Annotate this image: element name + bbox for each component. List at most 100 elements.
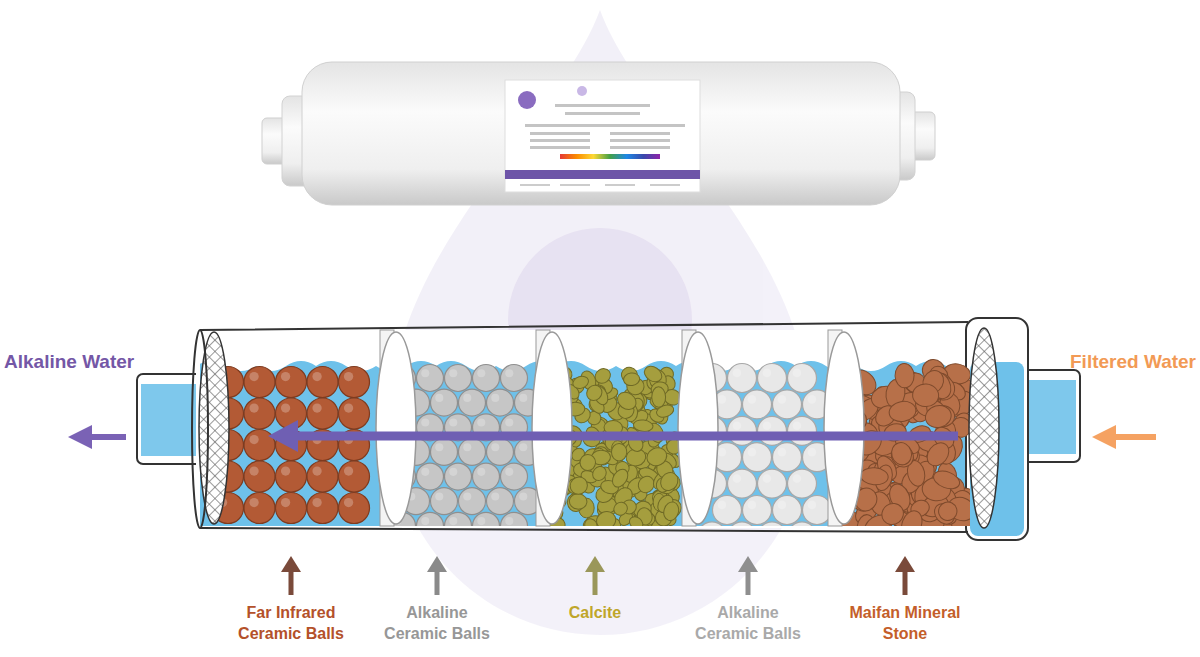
pointer-arrow: [289, 570, 294, 595]
alkaline-ball: [788, 469, 817, 498]
alkaline-ball-shine: [449, 369, 457, 377]
alkaline-ball: [459, 389, 486, 416]
far-infrared-ball: [307, 398, 338, 429]
calcite-stone: [611, 443, 627, 461]
alkaline-ball: [758, 522, 787, 526]
alkaline-ball: [417, 463, 444, 490]
sticker-print: [530, 132, 590, 135]
alkaline-ball-shine: [778, 395, 787, 404]
divider-disk: [532, 332, 572, 524]
alkaline-ball-shine: [748, 501, 757, 510]
alkaline-ball: [417, 365, 444, 392]
alkaline-ball-shine: [519, 492, 527, 500]
alkaline-ball-shine: [505, 369, 513, 377]
calcite-stone: [623, 372, 641, 387]
alkaline-ball: [773, 496, 802, 525]
far-infrared-ball-shine: [281, 403, 290, 412]
alkaline-ball-shine: [477, 468, 485, 476]
alkaline-ball: [728, 364, 757, 393]
sticker-print: [530, 139, 590, 142]
calcite-stone: [567, 473, 591, 497]
divider-disk: [376, 332, 416, 524]
far-infrared-ball: [307, 367, 338, 398]
alkaline-ball-shine: [421, 468, 429, 476]
alkaline-ball-shine: [421, 419, 429, 427]
alkaline-ball-shine: [449, 468, 457, 476]
far-infrared-ball: [276, 367, 307, 398]
far-infrared-ball: [276, 461, 307, 492]
alkaline-ball: [445, 463, 472, 490]
alkaline-ball-shine: [505, 468, 513, 476]
alkaline-ball-shine: [763, 474, 772, 483]
far-infrared-ball: [244, 493, 275, 524]
sticker-logo: [577, 86, 587, 96]
alkaline-ball-shine: [435, 492, 443, 500]
sticker-print: [605, 184, 635, 186]
alkaline-ball-shine: [808, 501, 817, 510]
alkaline-ball-shine: [491, 443, 499, 451]
sticker-logo: [518, 91, 536, 109]
flow-arrow: [292, 432, 958, 441]
far-infrared-ball: [307, 493, 338, 524]
cylinder-outline: [200, 322, 968, 532]
maifan-stone: [860, 467, 889, 486]
alkaline-ball: [728, 522, 757, 526]
alkaline-ball: [713, 496, 742, 525]
divider-disk: [678, 332, 718, 524]
alkaline-ball: [758, 416, 787, 445]
alkaline-ball-shine: [733, 474, 742, 483]
far-infrared-ball: [339, 398, 370, 429]
alkaline-ball-shine: [491, 492, 499, 500]
alkaline-ball-shine: [733, 421, 742, 430]
alkaline-ball-shine: [808, 395, 817, 404]
alkaline-ball-shine: [421, 517, 429, 525]
alkaline-ball: [773, 443, 802, 472]
far-infrared-ball: [339, 493, 370, 524]
alkaline-ball-shine: [421, 369, 429, 377]
far-infrared-ball: [244, 367, 275, 398]
alkaline-ball: [743, 390, 772, 419]
far-infrared-ball: [307, 461, 338, 492]
alkaline-ball: [501, 365, 528, 392]
sticker-print: [650, 184, 680, 186]
alkaline-ball: [758, 469, 787, 498]
pointer-arrow: [435, 570, 440, 595]
alkaline-ball-shine: [808, 448, 817, 457]
maifan-stone: [912, 383, 940, 407]
alkaline-ball-shine: [491, 394, 499, 402]
sticker-print: [560, 184, 590, 186]
far-infrared-ball-shine: [312, 403, 321, 412]
media-label: Maifan Mineral Stone: [839, 603, 971, 645]
alkaline-ball: [473, 512, 500, 526]
divider-disk: [824, 332, 864, 524]
inlet-arrow: [1112, 434, 1156, 440]
media-label: Alkaline Ceramic Balls: [375, 603, 499, 645]
outlet-label: Alkaline Water: [4, 350, 174, 375]
alkaline-ball: [431, 438, 458, 465]
alkaline-ball: [728, 469, 757, 498]
filter-cartridge-photo: [262, 62, 935, 205]
far-infrared-ball-shine: [344, 466, 353, 475]
alkaline-ball: [431, 488, 458, 515]
alkaline-ball-shine: [519, 443, 527, 451]
alkaline-ball: [758, 364, 787, 393]
calcite-stone: [568, 493, 587, 511]
inlet-mesh: [969, 328, 999, 528]
sticker-print: [555, 104, 650, 107]
pointer-arrow: [593, 570, 598, 595]
alkaline-ball-shine: [793, 474, 802, 483]
maifan-stone: [895, 363, 915, 388]
sticker-print: [520, 184, 550, 186]
maifan-stone: [923, 439, 954, 471]
calcite-stone: [657, 469, 681, 494]
outlet-arrow: [88, 434, 126, 440]
pointer-arrowhead: [281, 556, 301, 572]
cylinder-body: [196, 330, 976, 528]
alkaline-ball: [487, 389, 514, 416]
ph-scale: [560, 154, 660, 159]
alkaline-ball-shine: [505, 517, 513, 525]
alkaline-ball: [803, 496, 832, 525]
calcite-stone: [609, 466, 631, 490]
